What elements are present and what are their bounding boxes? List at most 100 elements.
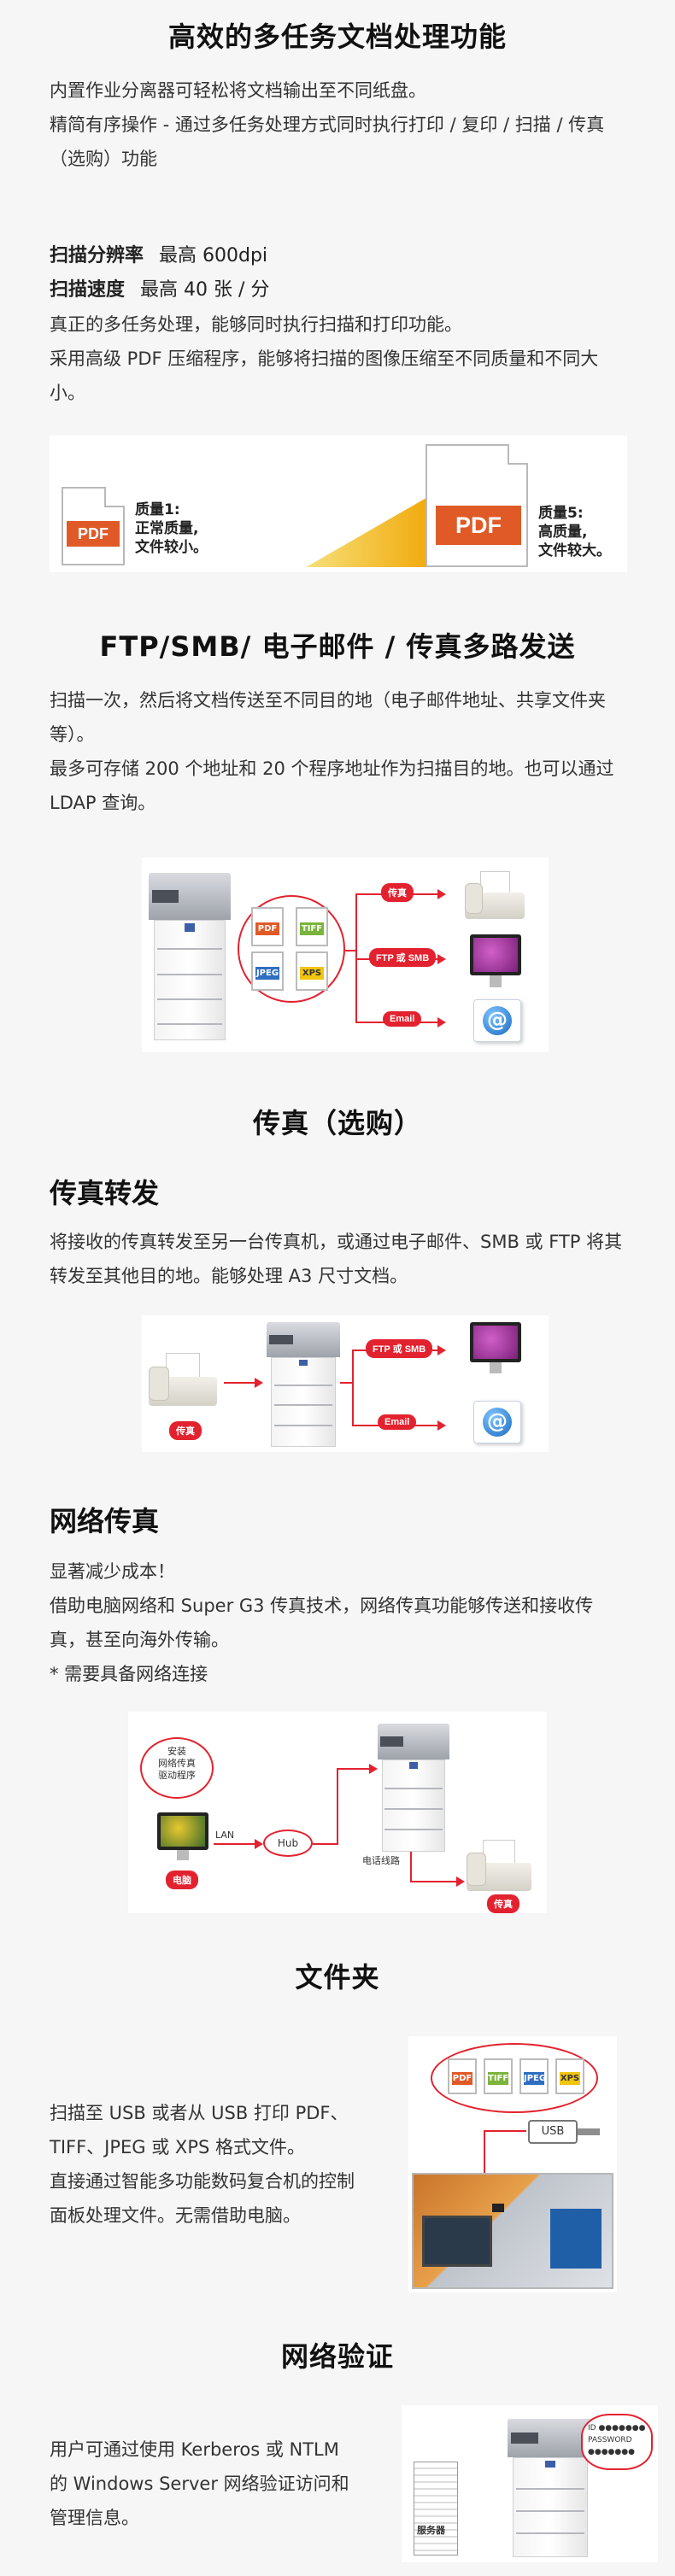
paragraph: 最多可存储 200 个地址和 20 个程序地址作为扫描目的地。也可以通过 LDA… (50, 758, 614, 813)
copier-image (378, 1724, 449, 1852)
multisend-diagram: PDF TIFF JPEG XPS 传真 FTP 或 SMB Email @ (142, 858, 549, 1052)
paragraph: 扫描一次，然后将文档传送至不同目的地（电子邮件地址、共享文件夹等）。 (50, 690, 606, 745)
arrow-head (437, 889, 446, 899)
lan-line (214, 1843, 258, 1845)
section-title: 网络传真 (50, 1505, 160, 1537)
target-ftp-tag: FTP 或 SMB (366, 1339, 433, 1358)
section-multisend: FTP/SMB/ 电子邮件 / 传真多路发送 (0, 625, 675, 664)
section-network-fax-body: 显著减少成本！ 借助电脑网络和 Super G3 传真技术，网络传真功能够传送和… (0, 1554, 675, 1691)
arrow-head (437, 1345, 446, 1355)
section-fax: 传真（选购） (0, 1102, 675, 1141)
format-jpeg: JPEG (519, 2058, 549, 2094)
format-jpeg: JPEG (251, 951, 284, 991)
credentials-bubble (581, 2414, 653, 2470)
hub-line (313, 1843, 337, 1845)
section-multitask: 高效的多任务文档处理功能 (0, 15, 675, 55)
paragraph: 显著减少成本！ (50, 1561, 175, 1582)
arrow-line (410, 1881, 458, 1882)
paragraph: 直接通过智能多功能数码复合机的控制面板处理文件。无需借助电脑。 (50, 2171, 355, 2226)
pdf-badge-small: PDF (67, 521, 120, 547)
driver-bubble (140, 1737, 214, 1799)
format-tiff: TIFF (296, 907, 328, 946)
format-pdf: PDF (448, 2058, 477, 2094)
email-icon: @ (473, 999, 521, 1042)
usb-line (484, 2130, 526, 2132)
target-email-tag: Email (383, 1011, 422, 1027)
paragraph: 借助电脑网络和 Super G3 传真技术，网络传真功能够传送和接收传真，甚至向… (50, 1595, 594, 1650)
copier-closeup-image (412, 2173, 613, 2289)
arrow-head (437, 954, 446, 964)
pdf-compression-figure: PDF 质量1: 正常质量, 文件较小。 PDF 质量5: 高质量, 文件较大。 (50, 436, 627, 572)
target-ftp-tag: FTP 或 SMB (369, 948, 437, 967)
fax-forward-diagram: 传真 FTP 或 SMB Email @ (142, 1315, 549, 1452)
fax-machine-image (149, 1353, 217, 1406)
arrow-head (456, 1876, 465, 1887)
credentials-text: ID ●●●●●●● PASSWORD ●●●●●●● (588, 2424, 646, 2456)
arrow-line (224, 1382, 258, 1384)
hub-node: Hub (263, 1830, 313, 1857)
branch-line (352, 1349, 354, 1426)
phone-line (410, 1852, 412, 1882)
computer-monitor-image (157, 1812, 208, 1860)
copier-image (508, 2419, 593, 2557)
section-title: 高效的多任务文档处理功能 (167, 20, 507, 53)
format-xps: XPS (555, 2058, 584, 2094)
section-title: 文件夹 (295, 1961, 380, 1993)
section-multitask-body: 内置作业分离器可轻松将文档输出至不同纸盘。 精简有序操作 - 通过多任务处理方式… (0, 73, 675, 176)
section-network-auth: 网络验证 (0, 2335, 675, 2374)
paragraph: * 需要具备网络连接 (50, 1664, 208, 1684)
network-fax-diagram: 安装 网络传真 驱动程序 电脑 LAN Hub 电话线路 传真 (128, 1712, 547, 1913)
format-tiff: TIFF (484, 2058, 513, 2094)
fax-machine-image (465, 871, 525, 919)
hub-riser (337, 1768, 338, 1845)
paragraph: 将接收的传真转发至另一台传真机，或通过电子邮件、SMB 或 FTP 将其转发至其… (50, 1232, 623, 1286)
section-network-auth-body: 用户可通过使用 Kerberos 或 NTLM 的 Windows Server… (0, 2433, 675, 2535)
spec-list: 扫描分辨率最高 600dpi 扫描速度最高 40 张 / 分 真正的多任务处理，… (0, 239, 675, 410)
spec-resolution: 扫描分辨率最高 600dpi (50, 245, 268, 266)
arrow-head (437, 1420, 446, 1431)
pc-tag: 电脑 (166, 1871, 198, 1889)
paragraph: 内置作业分离器可轻松将文档输出至不同纸盘。 (50, 80, 426, 101)
section-title: 网络验证 (280, 2340, 394, 2373)
copier-image (267, 1322, 340, 1447)
arrow-line (337, 1768, 371, 1770)
paragraph: 精简有序操作 - 通过多任务处理方式同时执行打印 / 复印 / 扫描 / 传真（… (50, 114, 605, 169)
email-icon: @ (473, 1401, 521, 1443)
section-fax-forward: 传真转发 (0, 1172, 675, 1211)
section-title: FTP/SMB/ 电子邮件 / 传真多路发送 (99, 630, 576, 663)
usb-line (484, 2130, 485, 2207)
target-fax-tag: 传真 (381, 883, 414, 902)
paragraph: 真正的多任务处理，能够同时执行扫描和打印功能。 (50, 314, 462, 335)
section-folder: 文件夹 (0, 1956, 675, 1995)
server-image (414, 2462, 458, 2556)
section-folder-body: 扫描至 USB 或者从 USB 打印 PDF、TIFF、JPEG 或 XPS 格… (0, 2096, 675, 2233)
section-subtitle: 传真转发 (50, 1177, 160, 1209)
source-fax-tag: 传真 (169, 1421, 202, 1440)
paragraph: 扫描至 USB 或者从 USB 打印 PDF、TIFF、JPEG 或 XPS 格… (50, 2103, 349, 2157)
usb-plug (571, 2128, 600, 2135)
section-multisend-body: 扫描一次，然后将文档传送至不同目的地（电子邮件地址、共享文件夹等）。 最多可存储… (0, 683, 675, 820)
fax-machine-image (467, 1840, 531, 1891)
lan-label: LAN (215, 1830, 235, 1841)
target-email-tag: Email (378, 1414, 417, 1430)
branch-connector (345, 950, 357, 951)
section-network-fax: 网络传真 (0, 1500, 675, 1539)
usb-stick: USB (528, 2120, 578, 2144)
arrow-head (369, 1764, 378, 1774)
branch-connector (340, 1382, 352, 1384)
spec-speed: 扫描速度最高 40 张 / 分 (50, 279, 270, 301)
quality-gradient-wedge (306, 489, 443, 567)
usb-figure: PDF TIFF JPEG XPS USB (408, 2036, 617, 2292)
quality5-label: 质量5: 高质量, 文件较大。 (538, 505, 611, 559)
format-xps: XPS (296, 951, 328, 991)
section-title: 传真（选购） (252, 1107, 422, 1139)
auth-figure: 服务器 ID ●●●●●●● PASSWORD ●●●●●●● (402, 2405, 658, 2562)
computer-monitor-image (470, 934, 521, 987)
computer-monitor-image (470, 1322, 521, 1373)
arrow-head (255, 1839, 263, 1849)
paragraph: 用户可通过使用 Kerberos 或 NTLM 的 Windows Server… (50, 2439, 349, 2528)
section-fax-forward-body: 将接收的传真转发至另一台传真机，或通过电子邮件、SMB 或 FTP 将其转发至其… (0, 1225, 675, 1293)
pdf-badge-large: PDF (436, 506, 521, 545)
format-pdf: PDF (251, 907, 284, 946)
